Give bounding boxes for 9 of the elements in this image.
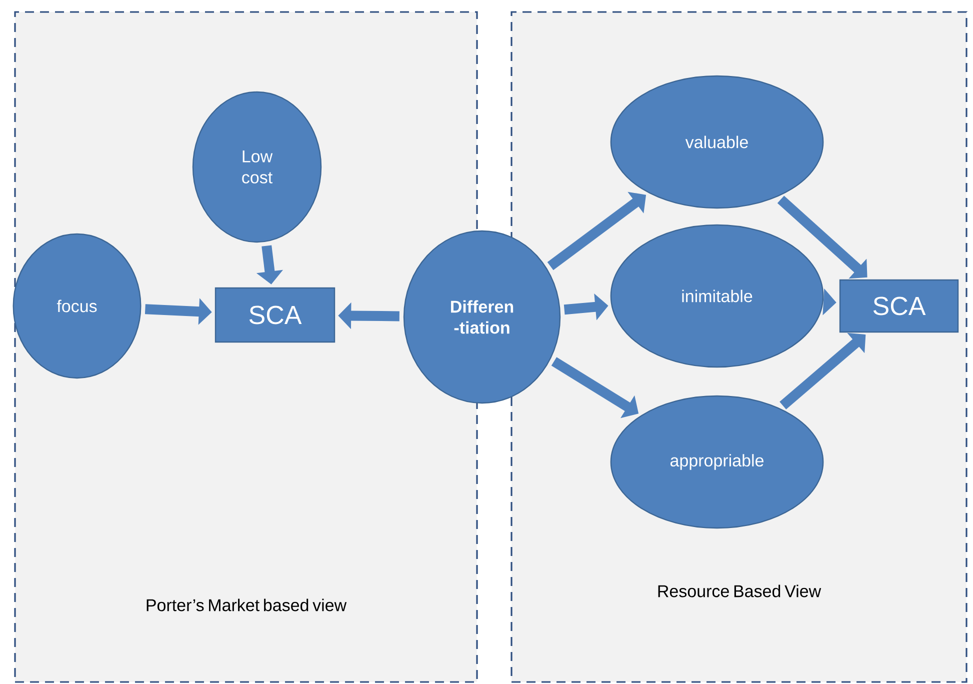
ellipse-node: Low cost <box>192 91 322 243</box>
block-arrow <box>780 332 866 410</box>
ellipse-node: Differen -tiation <box>403 230 561 404</box>
ellipse-node: valuable <box>610 75 824 209</box>
ellipse-node: focus <box>12 233 142 379</box>
process-box: SCA <box>214 287 336 343</box>
process-box: SCA <box>839 279 959 333</box>
ellipse-node: appropriable <box>610 395 824 529</box>
ellipse-node: inimitable <box>610 224 824 368</box>
